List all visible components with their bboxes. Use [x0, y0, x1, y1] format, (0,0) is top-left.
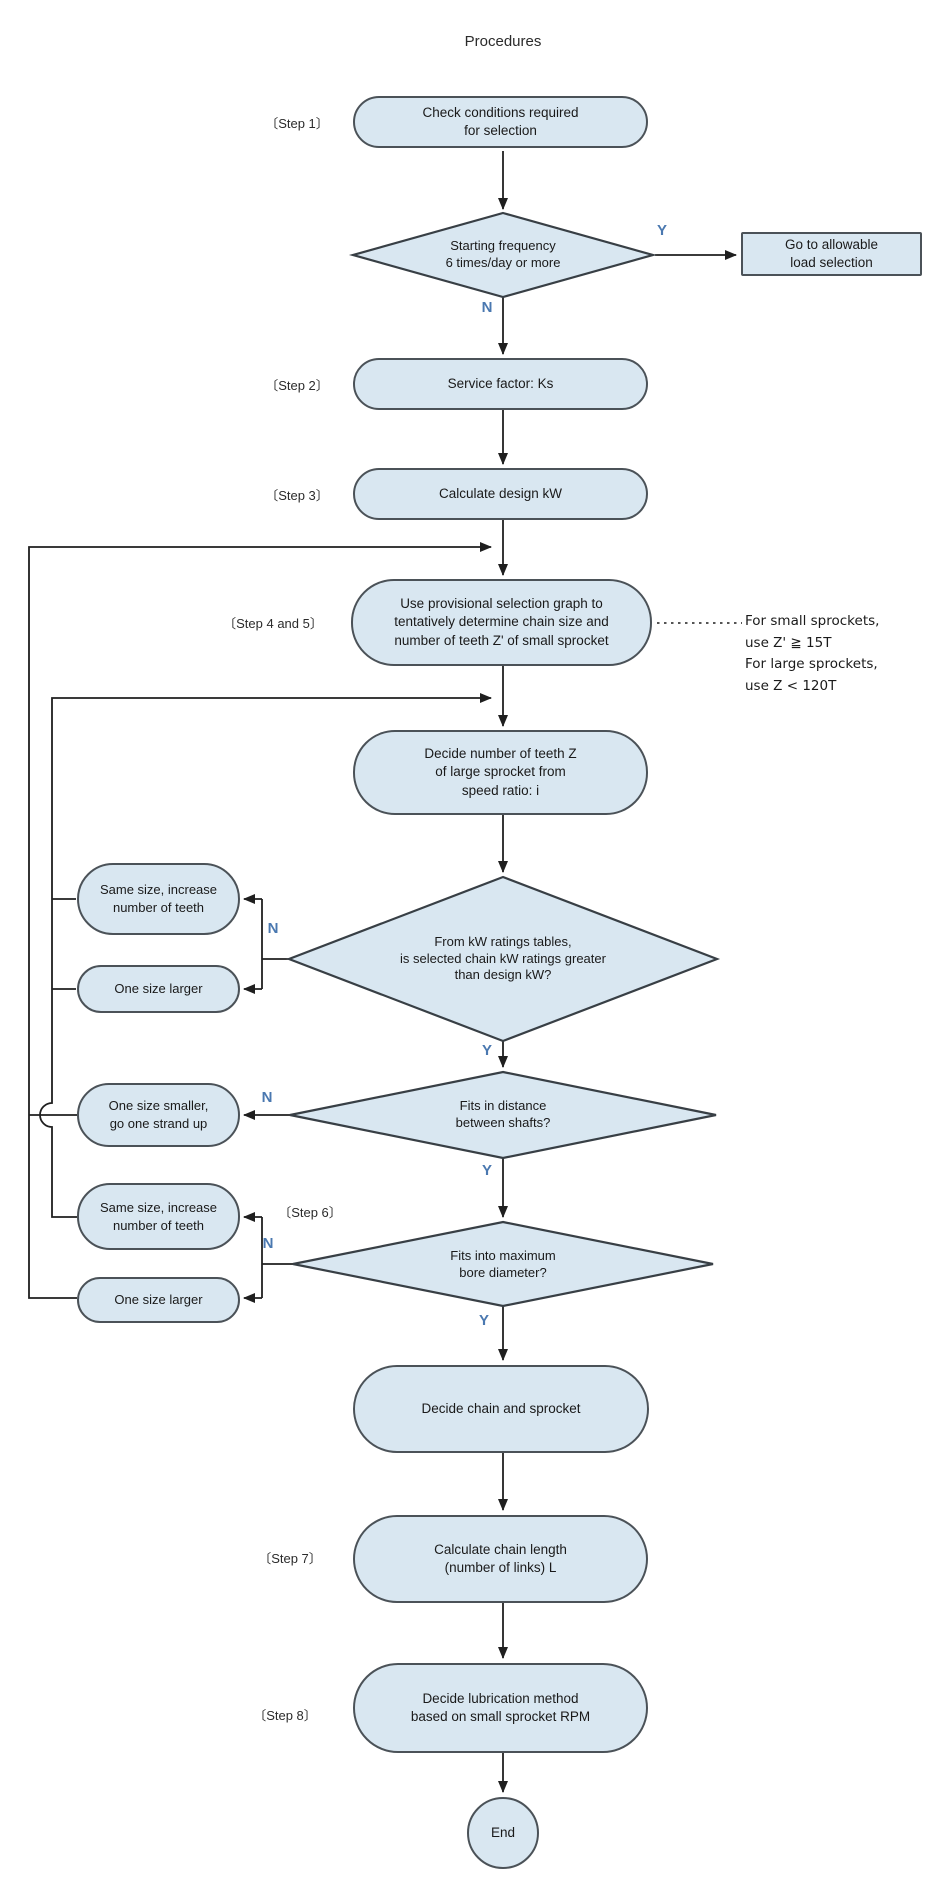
- step8-label: 〔Step 8〕: [253, 1708, 317, 1723]
- decision1-no-label: N: [481, 299, 493, 316]
- step7-label: 〔Step 7〕: [258, 1551, 322, 1566]
- decision2-kw-ratings-shape: [285, 875, 721, 1043]
- sprocket-teeth-note: For small sprockets, use Z' ≧ 15T For la…: [745, 613, 880, 694]
- decision4-fits-bore-shape: [292, 1220, 714, 1308]
- decision4-yes-label: Y: [478, 1312, 489, 1329]
- node-end: End: [467, 1797, 539, 1869]
- node-service-factor: Service factor: Ks: [353, 358, 648, 410]
- node-check-conditions: Check conditions required for selection: [353, 96, 648, 148]
- node-decide-chain-sprocket: Decide chain and sprocket: [353, 1365, 649, 1453]
- decision1-yes-label: Y: [656, 222, 667, 239]
- node-calculate-design-kw: Calculate design kW: [353, 468, 648, 520]
- step45-label: 〔Step 4 and 5〕: [223, 616, 323, 631]
- decision3-no-label: N: [261, 1089, 273, 1106]
- step6-label: 〔Step 6〕: [278, 1205, 342, 1220]
- decision2-kw-ratings-text: From kW ratings tables, is selected chai…: [400, 933, 606, 983]
- decision1-starting-frequency-shape: [348, 211, 658, 299]
- feedback-loop-outer: [28, 542, 492, 1299]
- node-one-size-smaller: One size smaller, go one strand up: [77, 1083, 240, 1147]
- step2-label: 〔Step 2〕: [265, 378, 329, 393]
- decision2-no-label: N: [267, 920, 279, 937]
- node-goto-allowable-load: Go to allowable load selection: [741, 232, 922, 276]
- node-chain-length: Calculate chain length (number of links)…: [353, 1515, 648, 1603]
- node-one-size-larger-2: One size larger: [77, 1277, 240, 1323]
- node-lubrication: Decide lubrication method based on small…: [353, 1663, 648, 1753]
- node-same-size-increase-2: Same size, increase number of teeth: [77, 1183, 240, 1250]
- decision4-no-label: N: [262, 1235, 274, 1252]
- page-title: Procedures: [464, 33, 542, 50]
- decision2-yes-label: Y: [481, 1042, 492, 1059]
- node-same-size-increase-1: Same size, increase number of teeth: [77, 863, 240, 935]
- decision3-fits-distance-text: Fits in distance between shafts?: [455, 1098, 551, 1130]
- decision3-yes-label: Y: [481, 1162, 492, 1179]
- feedback-loop-inner: [39, 693, 492, 1218]
- step3-label: 〔Step 3〕: [265, 488, 329, 503]
- node-decide-teeth-z: Decide number of teeth Z of large sprock…: [353, 730, 648, 815]
- node-provisional-selection: Use provisional selection graph to tenta…: [351, 579, 652, 666]
- step1-label: 〔Step 1〕: [265, 116, 329, 131]
- decision1-starting-frequency-text: Starting frequency 6 times/day or more: [445, 238, 561, 270]
- decision3-fits-distance-shape: [289, 1070, 717, 1160]
- decision4-fits-bore-text: Fits into maximum bore diameter?: [450, 1248, 556, 1280]
- node-one-size-larger-1: One size larger: [77, 965, 240, 1013]
